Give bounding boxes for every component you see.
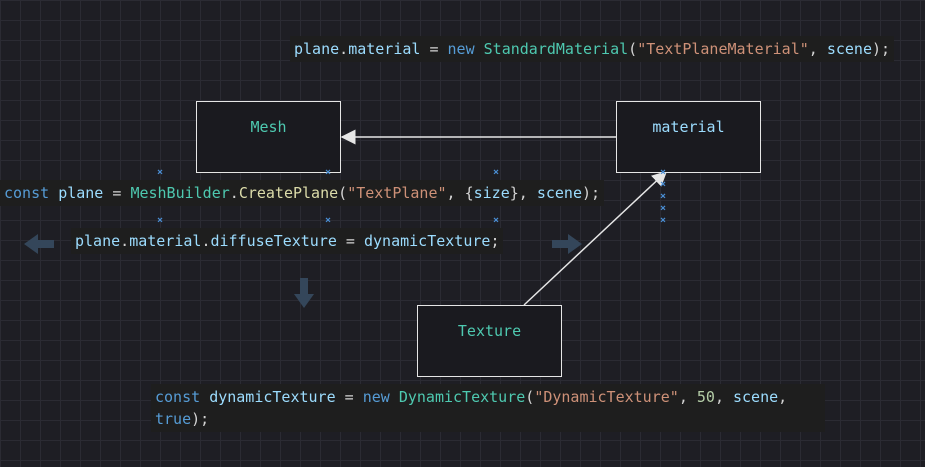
code-material-line: plane.material = new StandardMaterial("T… (290, 36, 895, 62)
selection-marker[interactable]: × (157, 167, 164, 178)
mesh-node[interactable]: Mesh (196, 101, 341, 173)
material-node-label: material (652, 118, 725, 136)
code-plane-line: const plane = MeshBuilder.CreatePlane("T… (0, 180, 605, 206)
selection-marker[interactable]: × (325, 167, 332, 178)
material-node[interactable]: material (616, 101, 761, 173)
code-diffuse-line: plane.material.diffuseTexture = dynamicT… (71, 228, 504, 254)
texture-node-label: Texture (457, 322, 522, 340)
nav-left-arrow[interactable] (24, 234, 54, 254)
nav-right-arrow[interactable] (552, 234, 582, 254)
nav-down-arrow[interactable] (294, 278, 314, 308)
edge-texture-to-material (523, 170, 668, 306)
selection-marker[interactable]: × (660, 167, 667, 178)
selection-marker[interactable]: × (157, 215, 164, 226)
selection-marker[interactable]: × (660, 179, 667, 190)
texture-node[interactable]: Texture (417, 305, 562, 377)
selection-marker[interactable]: × (660, 215, 667, 226)
selection-marker[interactable]: × (493, 215, 500, 226)
code-texture-block: const dynamicTexture = new DynamicTextur… (151, 384, 825, 432)
mesh-node-label: Mesh (250, 118, 287, 136)
selection-marker[interactable]: × (493, 167, 500, 178)
selection-marker[interactable]: × (660, 191, 667, 202)
selection-marker[interactable]: × (660, 203, 667, 214)
selection-marker[interactable]: × (325, 215, 332, 226)
